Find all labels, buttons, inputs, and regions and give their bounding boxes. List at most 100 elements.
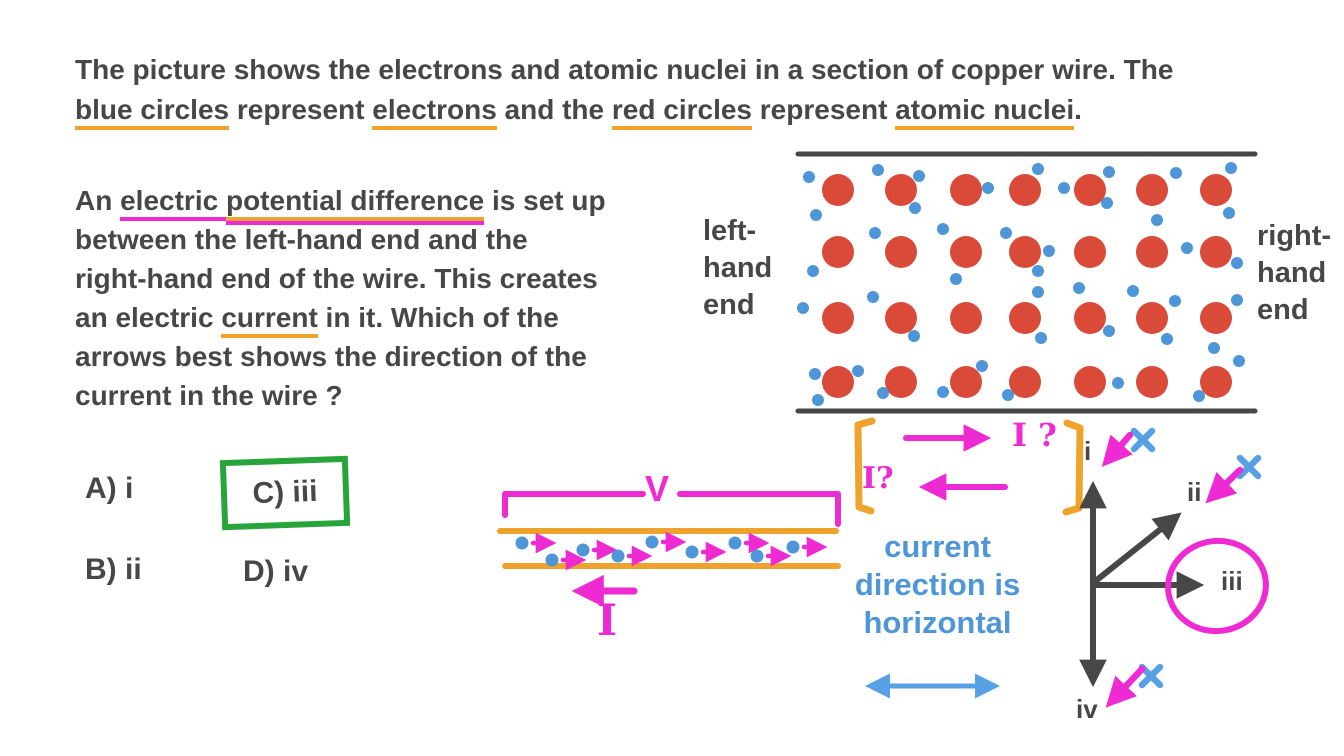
v-bracket-left (502, 491, 646, 518)
nucleus-dot (950, 174, 982, 206)
electron-dot (1073, 282, 1085, 294)
q-line6: current in the wire ? (75, 380, 343, 411)
v-bracket-right (677, 491, 841, 527)
nucleus-dot (1136, 366, 1168, 398)
electron-dot (1151, 214, 1163, 226)
electron-dot (1101, 197, 1113, 209)
current-label: I (597, 596, 618, 646)
nucleus-dot (1009, 174, 1041, 206)
intro-seg: . (1074, 94, 1082, 125)
electron-dot (1193, 390, 1205, 402)
axis-label-ii: ii (1187, 477, 1202, 507)
nucleus-dot (822, 366, 854, 398)
nucleus-dot (950, 366, 982, 398)
term-current: current (221, 302, 318, 338)
orange-bracket-right (1062, 419, 1084, 516)
intro-seg: represent (229, 94, 373, 125)
q-seg: an electric (75, 302, 222, 333)
arrow-ii-diagonal (1090, 512, 1182, 586)
electron-dot (1032, 286, 1044, 298)
electron-dot (1035, 332, 1047, 344)
term-red-circles: red circles (611, 94, 752, 130)
nucleus-dot (1200, 302, 1232, 334)
q-line5: arrows best shows the direction of the (75, 341, 587, 372)
electron-dot (1000, 227, 1012, 239)
answer-circle (1165, 537, 1269, 635)
electron-dot (1127, 285, 1139, 297)
term-electrons: electrons (372, 94, 497, 130)
axis-label-iv: iv (1076, 694, 1098, 724)
electron-dot (852, 365, 864, 377)
electron-dot (908, 330, 920, 342)
note-line2: direction is (854, 567, 1021, 602)
nucleus-dot (885, 302, 917, 334)
nucleus-dot (1009, 236, 1041, 268)
electron-dot (1181, 242, 1193, 254)
axis-label-i: i (1084, 436, 1092, 466)
option-c: C) iii (251, 474, 319, 511)
voltage-label: V (645, 468, 670, 509)
nucleus-dot (822, 302, 854, 334)
electron-dot (1002, 389, 1014, 401)
electron-dot (872, 164, 884, 176)
nucleus-dot (1074, 302, 1106, 334)
electron-dot (1233, 355, 1245, 367)
nucleus-dot (885, 174, 917, 206)
electron-dot (810, 209, 822, 221)
correct-answer-box: C) iii (219, 455, 351, 531)
drift-electrons-group (515, 531, 828, 571)
electron-dot (1103, 166, 1115, 178)
left-label-line3: end (703, 289, 755, 321)
electron-dot (976, 360, 988, 372)
electron-dot (1112, 377, 1124, 389)
drift-electron-dot (786, 540, 800, 554)
nucleus-dot (1074, 366, 1106, 398)
drift-electron-dot (576, 543, 590, 557)
drift-electron-dot (645, 535, 659, 549)
nucleus-dot (1074, 174, 1106, 206)
electron-dot (867, 291, 879, 303)
electron-dot (937, 386, 949, 398)
electron-dot (877, 387, 889, 399)
term-potential-difference: potential difference (225, 185, 485, 221)
drift-electron-dot (685, 545, 699, 559)
nucleus-dot (1136, 236, 1168, 268)
q-seg: in it. Which of the (317, 302, 559, 333)
drift-electron-dot (515, 536, 529, 550)
q-line2: between the left-hand end and the (75, 224, 528, 255)
q-seg: is set up (484, 185, 606, 216)
electron-dot (1169, 295, 1181, 307)
right-label-line1: right- (1257, 220, 1332, 252)
nucleus-dot (950, 302, 982, 334)
note-line3: horizontal (863, 605, 1012, 640)
electron-dot (869, 227, 881, 239)
drift-electron-dot (728, 536, 742, 550)
electron-dot (950, 273, 962, 285)
electron-dot (1170, 167, 1182, 179)
q-line3: right-hand end of the wire. This creates (75, 263, 598, 294)
intro-seg: and the (496, 94, 612, 125)
orange-bracket-left (854, 417, 876, 515)
electron-dot (803, 171, 815, 183)
electron-dot (809, 368, 821, 380)
rejection-arrow (1205, 466, 1244, 504)
x-marks-group (1130, 427, 1262, 689)
current-question-top-label: I ? (1012, 416, 1057, 454)
intro-paragraph: The picture shows the electrons and atom… (75, 50, 1295, 130)
q-seg: An (75, 185, 121, 216)
nucleus-dot (1009, 302, 1041, 334)
rejection-arrows-group (1101, 431, 1244, 708)
intro-line1: The picture shows the electrons and atom… (75, 54, 1174, 85)
electron-dot (1161, 333, 1173, 345)
rejection-arrow (1101, 431, 1134, 467)
option-a: A) i (85, 472, 134, 505)
intro-seg: represent (752, 94, 896, 125)
term-atomic-nuclei: atomic nuclei (895, 94, 1075, 130)
nucleus-dot (950, 236, 982, 268)
current-direction-note: current direction is horizontal (840, 528, 1035, 642)
note-line1: current (884, 529, 991, 564)
nucleus-dot (822, 236, 854, 268)
term-blue-circles: blue circles (75, 94, 230, 130)
